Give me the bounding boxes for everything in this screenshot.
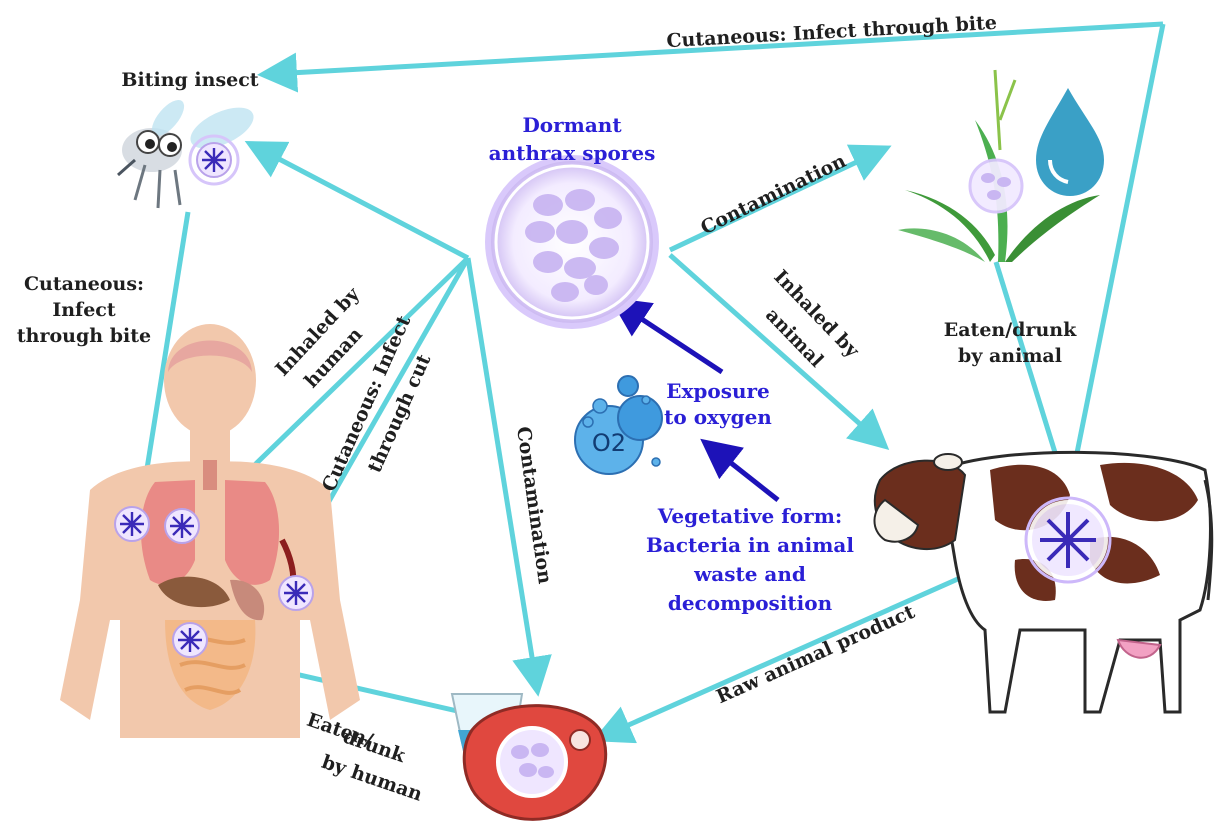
o2-label: O2	[592, 429, 626, 457]
arrow-veg-to-oxygen	[712, 448, 778, 500]
label-dormant-line1: Dormant	[522, 113, 622, 137]
mosquito-icon	[118, 95, 260, 208]
oxygen-bubbles-icon: O2	[575, 376, 662, 474]
water-drop-icon	[1036, 88, 1104, 196]
cow-icon	[874, 452, 1211, 712]
label-exposure-2: to oxygen	[664, 405, 772, 429]
label-biting-insect: Biting insect	[121, 69, 258, 91]
label-veg-2: Bacteria in animal	[646, 533, 854, 557]
label-veg-3: waste and	[693, 562, 806, 586]
label-veg-4: decomposition	[668, 591, 833, 615]
label-exposure-1: Exposure	[666, 379, 770, 403]
label-cutaneous-left-2: Infect	[52, 299, 116, 321]
label-contamination-top: Contamination	[697, 150, 849, 239]
label-veg-1: Vegetative form:	[657, 504, 842, 528]
arrow-right-down-to-cow	[1070, 24, 1163, 488]
arrow-spores-to-insect	[258, 148, 468, 258]
arrow-oxygen-to-spores	[622, 306, 722, 372]
label-dormant-line2: anthrax spores	[489, 141, 656, 165]
label-eaten-animal-2: by animal	[958, 345, 1062, 367]
label-eaten-human-3: by human	[319, 751, 425, 806]
label-raw-product: Raw animal product	[713, 601, 918, 708]
spore-icon	[488, 158, 656, 326]
meat-icon	[464, 706, 605, 820]
label-eaten-animal-1: Eaten/drunk	[944, 319, 1077, 341]
label-cutaneous-bite-top: Cutaneous: Infect through bite	[666, 12, 998, 52]
label-cutaneous-left-3: through bite	[17, 325, 151, 347]
label-cutaneous-left-1: Cutaneous:	[24, 273, 144, 295]
